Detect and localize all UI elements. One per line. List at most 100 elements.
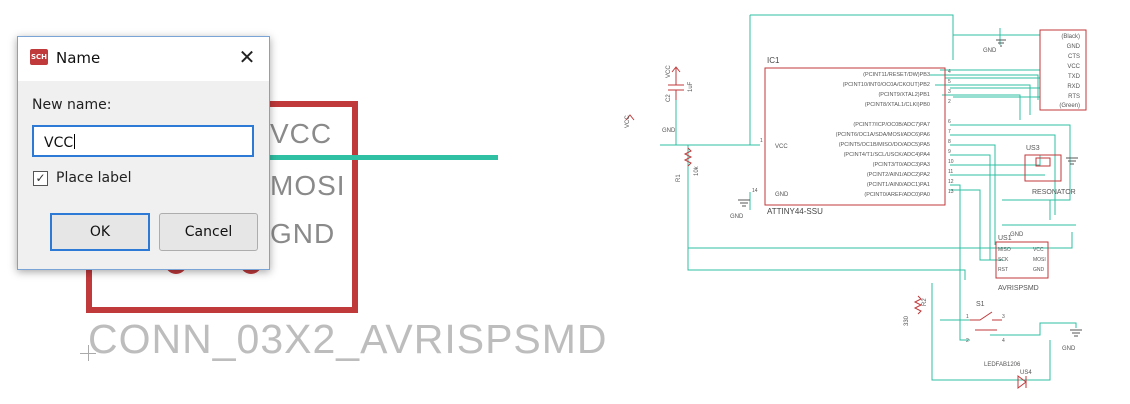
ic1-pin-num: 5 — [948, 79, 951, 85]
gnd-label: GND — [1010, 232, 1024, 238]
c2-vcc-label: VCC — [666, 65, 672, 78]
ic1-pin-num: 6 — [948, 119, 951, 125]
part-name-label: CONN_03X2_AVRISPSMD — [88, 316, 608, 362]
us1-pin: MISO — [998, 247, 1011, 253]
new-name-value: VCC — [44, 135, 74, 151]
r2-label: R2 — [922, 298, 928, 306]
ic1-pin-num: 14 — [752, 188, 758, 194]
us1-pin: SCK — [998, 257, 1009, 263]
r1-resistor — [683, 147, 693, 167]
ic1-pin-num: 12 — [948, 179, 954, 185]
ic1-name: IC1 — [767, 56, 780, 65]
dialog-title: Name — [56, 49, 101, 67]
ftdi-pin: GND — [1067, 44, 1081, 50]
ic1-pin-pb0: (PCINT8/XTAL1/CLKI)PB0 — [865, 102, 930, 108]
us3-label: US3 — [1026, 145, 1040, 152]
selected-net-wire[interactable] — [252, 155, 498, 160]
ic1-pin-pa1: (PCINT1/AIN0/ADC1)PA1 — [867, 182, 930, 188]
ic1-pin-num: 3 — [948, 89, 951, 95]
cancel-button[interactable]: Cancel — [159, 213, 258, 251]
text-caret — [74, 134, 76, 149]
ic1-pin-pa2: (PCINT2/AIN1/ADC2)PA2 — [867, 172, 930, 178]
new-name-input[interactable]: VCC — [32, 125, 254, 157]
s1-label: S1 — [976, 301, 985, 308]
ic1-part: ATTINY44-SSU — [767, 207, 823, 216]
vcc-supply-label: VCC — [625, 115, 631, 128]
gnd-symbol — [1070, 329, 1082, 337]
ftdi-header-body — [1039, 29, 1087, 111]
c2-gnd-label: GND — [662, 128, 676, 134]
ic1-pin-pa3: (PCINT3/T0/ADC3)PA3 — [873, 162, 930, 168]
ic1-pin-num: 1 — [760, 138, 763, 144]
us4-label: US4 — [1020, 370, 1032, 376]
gnd-symbol — [996, 39, 1006, 47]
avrisp-header-body — [995, 241, 1049, 279]
ftdi-pin: (Black) — [1061, 34, 1080, 40]
s1-switch — [970, 311, 1002, 331]
ftdi-gnd-label: GND — [983, 48, 997, 54]
ok-button[interactable]: OK — [50, 213, 150, 251]
ic1-pin-pb2: (PCINT10/INT0/OC0A/CKOUT)PB2 — [843, 82, 930, 88]
cursor-crosshair — [88, 345, 89, 361]
c2-value: 1uF — [688, 81, 694, 92]
dialog-titlebar[interactable]: SCH Name ✕ — [18, 37, 269, 81]
r2-value: 330 — [904, 315, 910, 326]
ic1-pin-pa4: (PCINT4/T1/SCL/USCK/ADC4)PA4 — [844, 152, 930, 158]
s1-pin: 3 — [1002, 314, 1005, 320]
ic1-pin-pa5: (PCINT5/OC1B/MISO/DO/ADC5)PA5 — [839, 142, 930, 148]
s1-pin: 2 — [966, 338, 969, 344]
ftdi-pin: TXD — [1068, 74, 1081, 80]
ic1-pin-num: 7 — [948, 129, 951, 135]
c2-label: C2 — [666, 94, 672, 102]
schematic-app-icon: SCH — [30, 49, 48, 65]
place-label-checkbox[interactable]: ✓ — [33, 171, 48, 186]
us1-pin: RST — [998, 267, 1008, 273]
resonator-label: RESONATOR — [1032, 189, 1076, 196]
pin-label-mosi: MOSI — [270, 170, 346, 201]
gnd-label: GND — [730, 214, 744, 220]
us1-pin: VCC — [1033, 247, 1044, 253]
gnd-symbol — [738, 199, 750, 207]
gnd-symbol — [1066, 157, 1078, 165]
close-icon[interactable]: ✕ — [238, 45, 256, 69]
ic1-pin-num: 2 — [948, 99, 951, 105]
ic1-pin-gnd: GND — [775, 192, 789, 198]
us1-pin: GND — [1033, 267, 1045, 273]
ic1-pin-num: 11 — [948, 169, 953, 175]
ic1-pin-num: 4 — [948, 69, 951, 75]
ftdi-pin: RXD — [1067, 84, 1080, 90]
ic1-pin-num: 13 — [948, 189, 954, 195]
pin-label-vcc: VCC — [270, 118, 333, 149]
vcc-arrow — [625, 114, 635, 121]
led-symbol — [1017, 375, 1027, 389]
r1-value: 10k — [694, 165, 700, 176]
schematic-canvas[interactable]: IC1 ATTINY44-SSU VCC GND 1 14 (PCINT11/R… — [600, 0, 1130, 404]
name-dialog: SCH Name ✕ New name: VCC ✓ Place label O… — [17, 36, 270, 270]
led-label: LEDFAB1206 — [984, 362, 1021, 368]
ic1-pin-num: 10 — [948, 159, 954, 165]
ic1-pin-pa0: (PCINT0/AREF/ADC0)PA0 — [864, 192, 930, 198]
r1-label: R1 — [676, 174, 682, 182]
resonator-crystal — [1035, 157, 1051, 167]
ftdi-pin: RTS — [1068, 94, 1080, 100]
avrisp-label: AVRISPSMD — [998, 285, 1039, 292]
new-name-label: New name: — [32, 97, 112, 113]
ftdi-pin: (Green) — [1059, 103, 1080, 109]
r2-resistor — [913, 295, 923, 315]
c2-capacitor — [668, 66, 684, 100]
ic1-pin-pa6: (PCINT6/OC1A/SDA/MOSI/ADC6)PA6 — [836, 132, 930, 138]
ic1-pin-vcc: VCC — [775, 144, 788, 150]
us1-label: US1 — [998, 235, 1012, 242]
s1-pin: 1 — [966, 314, 969, 320]
resonator-body — [1024, 154, 1062, 182]
ic1-pin-pa7: (PCINT7/ICP/OC0B/ADC7)PA7 — [853, 122, 930, 128]
ic1-pin-num: 8 — [948, 139, 951, 145]
pin-label-gnd: GND — [270, 218, 336, 249]
net-wires — [660, 14, 1077, 381]
ic1-pin-num: 9 — [948, 149, 951, 155]
place-label-text[interactable]: Place label — [56, 170, 132, 186]
s1-pin: 4 — [1002, 338, 1005, 344]
ftdi-pin: VCC — [1067, 64, 1080, 70]
gnd-label: GND — [1062, 346, 1076, 352]
us1-pin: MOSI — [1033, 257, 1046, 263]
